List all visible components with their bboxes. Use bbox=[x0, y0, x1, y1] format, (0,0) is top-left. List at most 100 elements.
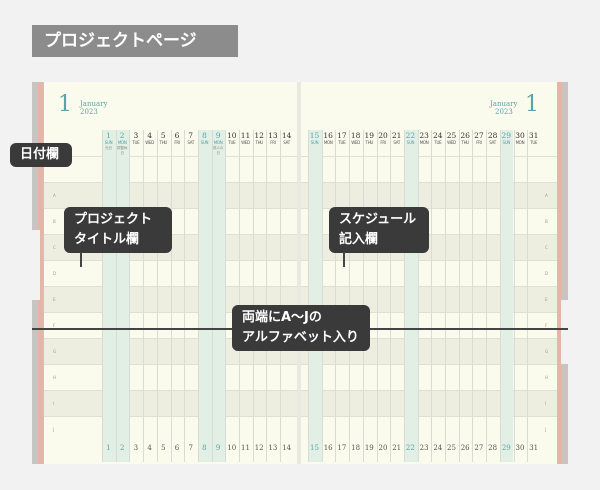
column-line bbox=[390, 130, 392, 462]
bottom-day-number: 12 bbox=[254, 444, 264, 452]
day-of-week: MON bbox=[515, 140, 525, 145]
day-of-week: SUN bbox=[200, 140, 209, 145]
bottom-day-number: 13 bbox=[268, 444, 278, 452]
holiday-label: 成人の日 bbox=[212, 146, 224, 155]
left-edge-tab bbox=[38, 82, 43, 464]
bottom-day-number: 15 bbox=[310, 444, 319, 452]
day-of-week: WED bbox=[447, 140, 456, 145]
column-line bbox=[513, 130, 515, 462]
side-letter-right: A bbox=[545, 193, 548, 198]
holiday-column bbox=[308, 130, 322, 462]
day-of-week: WED bbox=[241, 140, 250, 145]
side-letter-right: E bbox=[545, 297, 548, 302]
day-of-week: SAT bbox=[283, 140, 290, 145]
column-line bbox=[156, 130, 158, 462]
day-of-week: WED bbox=[351, 140, 360, 145]
left-month-number: 1 bbox=[58, 92, 72, 117]
column-line bbox=[211, 130, 213, 462]
bottom-day-number: 23 bbox=[419, 444, 429, 452]
bottom-day-number: 14 bbox=[282, 444, 292, 452]
day-number: 1 bbox=[106, 131, 111, 140]
left-year: 2023 bbox=[80, 108, 98, 116]
day-number: 30 bbox=[515, 131, 525, 140]
bottom-day-number: 27 bbox=[474, 444, 484, 452]
day-number: 17 bbox=[337, 131, 347, 140]
day-of-week: WED bbox=[145, 140, 154, 145]
right-cutout bbox=[561, 300, 569, 364]
day-number: 29 bbox=[501, 131, 512, 140]
right-edge-tab bbox=[557, 82, 562, 464]
day-number: 28 bbox=[487, 131, 498, 140]
day-of-week: FRI bbox=[380, 140, 386, 145]
side-letter-left: E bbox=[53, 297, 56, 302]
side-letter-left: F bbox=[53, 323, 56, 328]
side-letter-right: I bbox=[545, 401, 547, 406]
callout-project-title-line2: タイトル欄 bbox=[74, 232, 140, 247]
page-title: プロジェクトページ bbox=[32, 25, 238, 57]
day-of-week: THU bbox=[159, 140, 168, 145]
side-letter-left: B bbox=[53, 219, 56, 224]
side-letter-right: C bbox=[545, 245, 548, 250]
bottom-day-number: 29 bbox=[501, 444, 511, 452]
day-of-week: FRI bbox=[174, 140, 180, 145]
column-line bbox=[129, 130, 131, 462]
holiday-label: 元日 bbox=[105, 146, 112, 150]
column-line bbox=[143, 130, 145, 462]
day-of-week: FRI bbox=[476, 140, 482, 145]
day-of-week: SAT bbox=[393, 140, 400, 145]
callout-schedule: スケジュール 記入欄 bbox=[329, 207, 429, 253]
day-of-week: TUE bbox=[132, 140, 140, 145]
side-letter-left: C bbox=[53, 245, 56, 250]
day-number: 8 bbox=[202, 131, 207, 140]
day-number: 20 bbox=[378, 131, 388, 140]
holiday-column bbox=[403, 130, 418, 462]
column-line bbox=[321, 130, 323, 462]
day-number: 23 bbox=[419, 131, 429, 140]
day-number: 27 bbox=[474, 131, 484, 140]
day-number: 14 bbox=[281, 131, 292, 140]
bottom-day-number: 2 bbox=[119, 444, 125, 452]
row-line bbox=[301, 312, 557, 313]
day-number: 11 bbox=[240, 131, 251, 140]
column-line bbox=[417, 130, 419, 462]
pointer-schedule bbox=[343, 252, 345, 267]
holiday-column bbox=[499, 130, 514, 462]
bottom-day-number: 22 bbox=[405, 444, 415, 452]
row-line bbox=[301, 260, 557, 261]
column-line bbox=[102, 130, 103, 462]
row-line bbox=[301, 338, 557, 339]
row-line bbox=[301, 390, 557, 391]
callout-alphabet-line2: アルファベット入り bbox=[242, 330, 359, 345]
bottom-day-number: 9 bbox=[215, 444, 221, 452]
left-month-name: January bbox=[80, 100, 108, 108]
bottom-day-number: 4 bbox=[147, 444, 152, 452]
column-line bbox=[431, 130, 433, 462]
column-line bbox=[403, 130, 405, 462]
day-number: 12 bbox=[254, 131, 264, 140]
day-number: 15 bbox=[309, 131, 320, 140]
bottom-day-number: 16 bbox=[323, 444, 333, 452]
holiday-column bbox=[211, 130, 226, 462]
callout-schedule-line1: スケジュール bbox=[339, 212, 417, 227]
day-of-week: SUN bbox=[310, 140, 319, 145]
side-letter-right: B bbox=[545, 219, 548, 224]
row-line bbox=[301, 364, 557, 365]
day-of-week: THU bbox=[255, 140, 263, 145]
callout-project-title: プロジェクト タイトル欄 bbox=[64, 207, 172, 253]
row-line bbox=[301, 286, 557, 287]
day-of-week: THU bbox=[365, 140, 374, 145]
day-of-week: TUE bbox=[228, 140, 236, 145]
bottom-day-number: 17 bbox=[337, 444, 347, 452]
bottom-day-number: 26 bbox=[460, 444, 470, 452]
bottom-day-number: 21 bbox=[392, 444, 402, 452]
day-number: 7 bbox=[188, 131, 194, 140]
row-line bbox=[301, 208, 557, 209]
day-of-week: SUN bbox=[104, 140, 113, 145]
bottom-day-number: 5 bbox=[161, 444, 166, 452]
day-of-week: MON bbox=[117, 140, 127, 145]
row-line bbox=[301, 182, 557, 183]
day-of-week: SUN bbox=[406, 140, 415, 145]
bottom-day-number: 30 bbox=[515, 444, 525, 452]
right-month-name: January bbox=[490, 100, 518, 108]
column-line bbox=[239, 130, 240, 462]
